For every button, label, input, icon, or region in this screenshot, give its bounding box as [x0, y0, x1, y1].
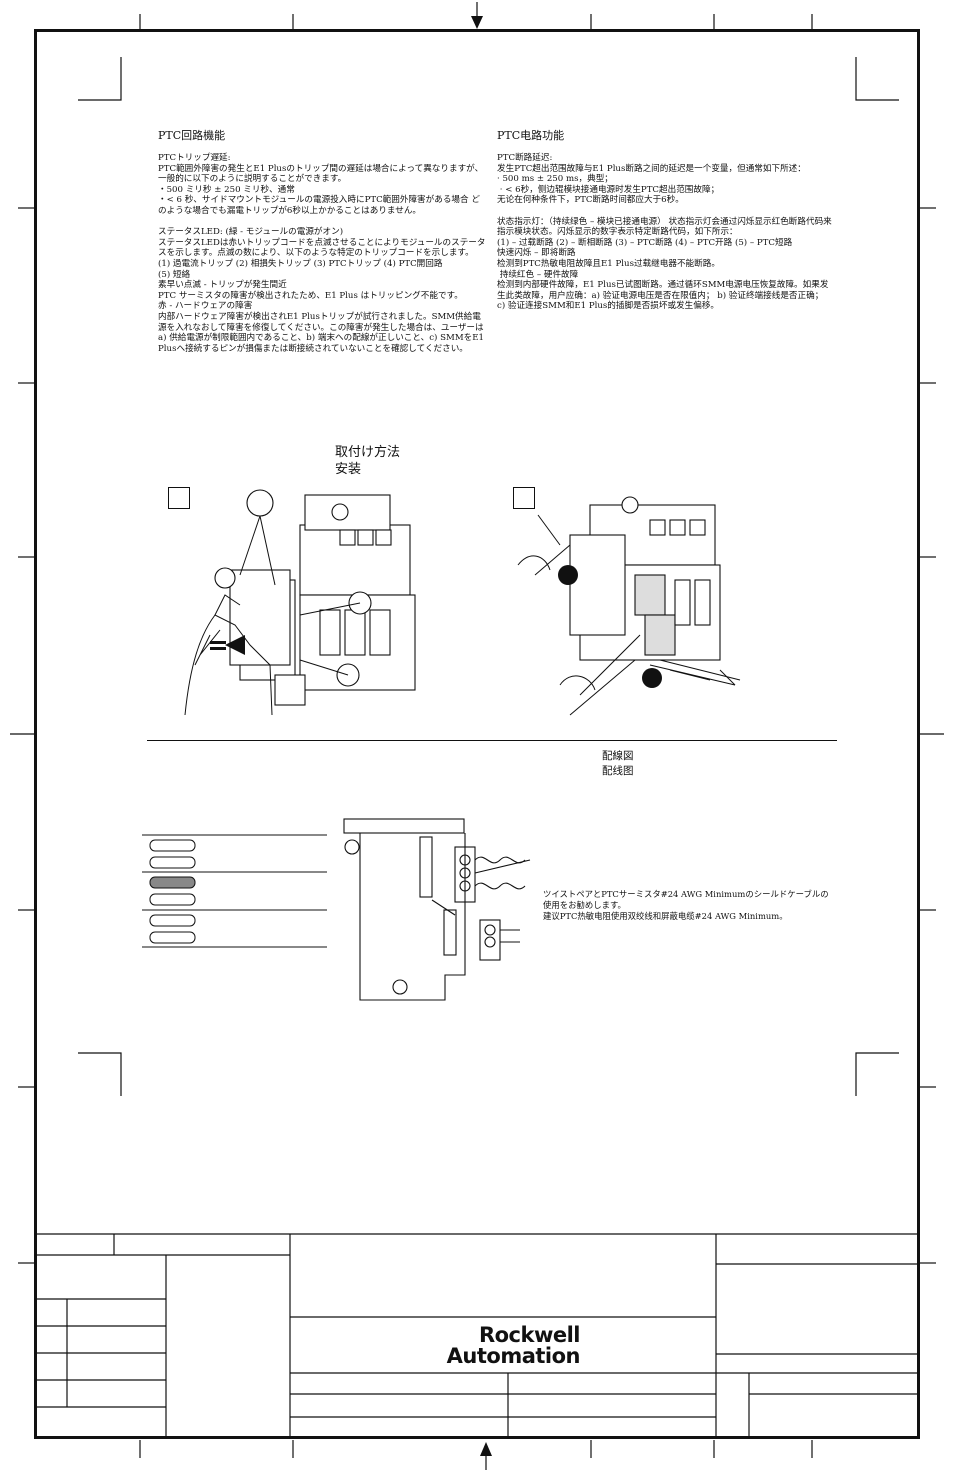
brand-line2: Automation [446, 1344, 581, 1368]
ptc-jp-body: PTCトリップ遅延: PTC範囲外障害の発生とE1 Plusのトリップ間の遅延は… [158, 153, 486, 354]
drawing-frame [34, 29, 920, 1439]
ptc-jp-heading: PTC回路機能 [158, 129, 226, 142]
step-box-2 [513, 487, 535, 509]
step-box-1 [168, 487, 190, 509]
title-block [34, 1233, 920, 1439]
brand-line1: Rockwell [478, 1323, 581, 1347]
mounting-illustration-step2 [517, 496, 741, 716]
wiring-title: 配線図 配线图 [602, 749, 634, 779]
mounting-title-cn: 安装 [335, 462, 362, 477]
ptc-cn-body: PTC断路延迟: 发生PTC超出范围故障与E1 Plus断路之间的延迟是一个变量… [497, 153, 832, 312]
ptc-cn-heading: PTC电路功能 [497, 129, 565, 142]
rockwell-automation-logo: Rockwell Automation [420, 1323, 581, 1368]
wiring-diagram [343, 818, 531, 1001]
section-divider [147, 740, 837, 741]
wiring-note: ツイストペアとPTCサーミスタ#24 AWG Minimumのシールドケーブルの… [543, 889, 829, 921]
mounting-illustration-step1 [184, 489, 416, 716]
mounting-title-jp: 取付け方法 [335, 445, 401, 460]
wiring-title-jp: 配線図 [602, 750, 634, 762]
mounting-title: 取付け方法 安装 [335, 444, 400, 478]
wire-strip-table [142, 834, 327, 948]
wiring-title-cn: 配线图 [602, 765, 634, 777]
